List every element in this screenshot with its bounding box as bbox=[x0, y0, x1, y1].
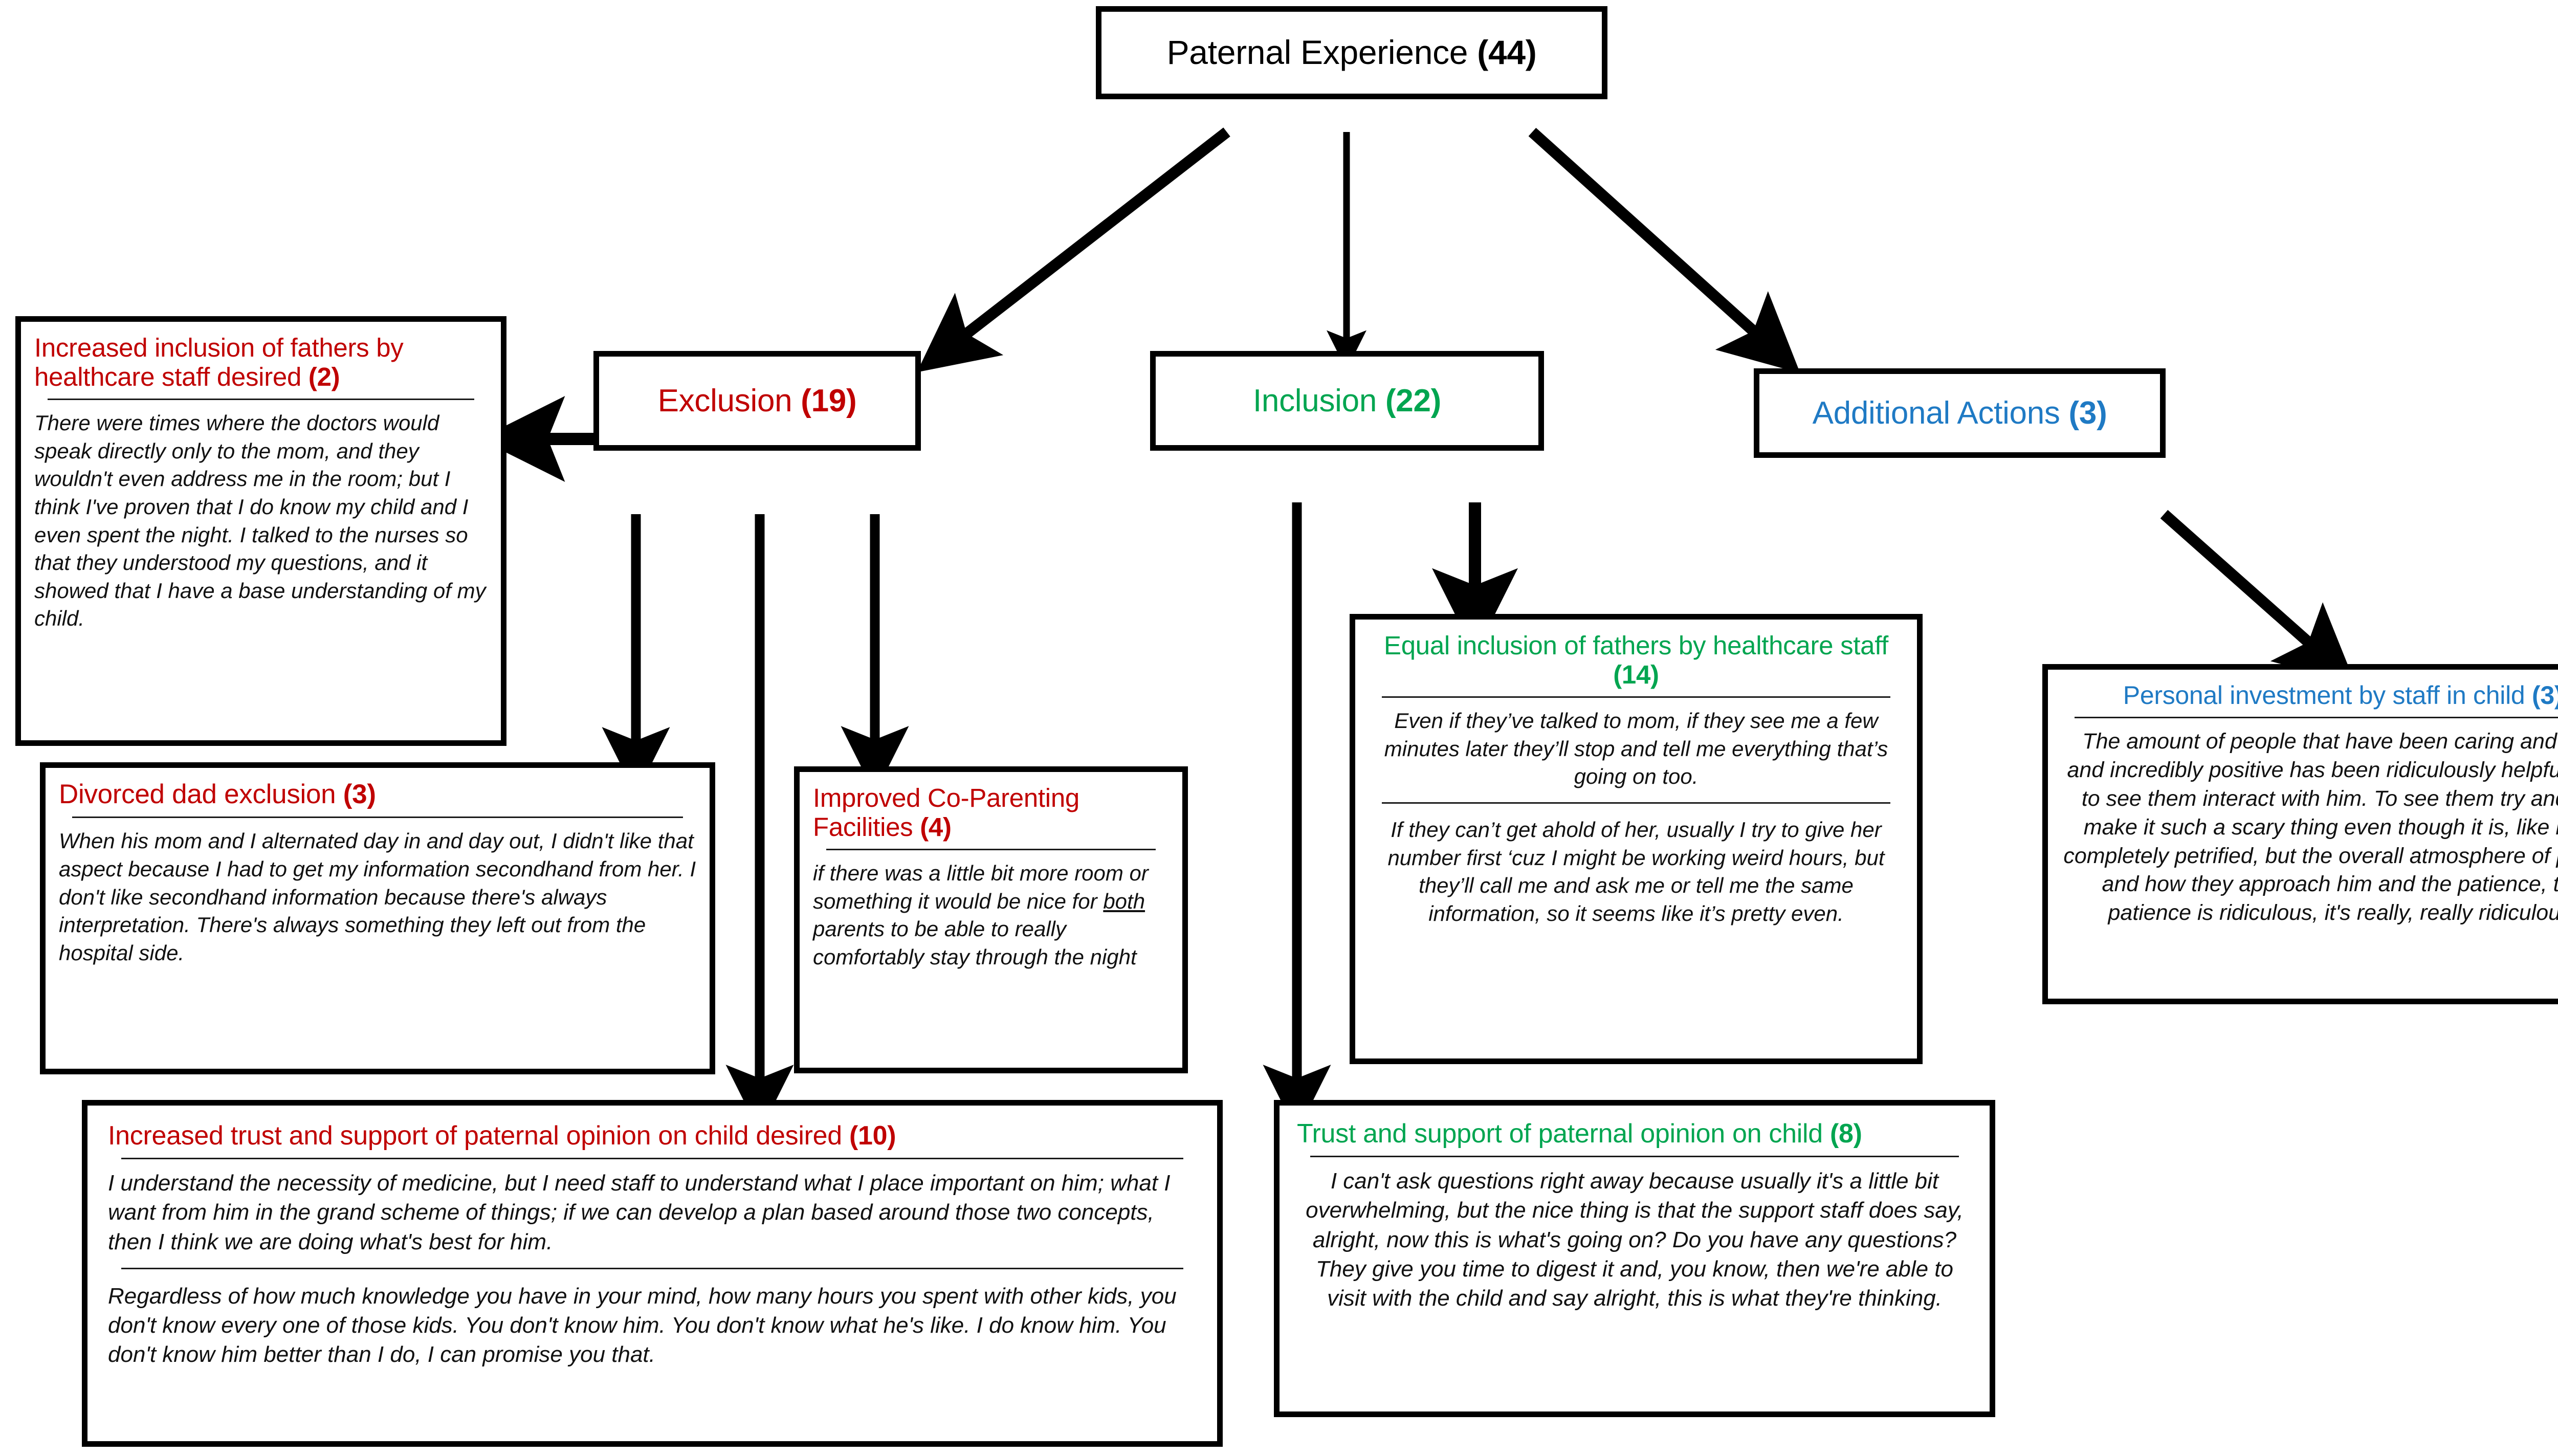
quote-text: Regardless of how much knowledge you hav… bbox=[108, 1283, 1177, 1367]
edge-additional-actions-to-personal-investment bbox=[2160, 510, 2356, 684]
node-increased-trust-title: Increased trust and support of paternal … bbox=[108, 1121, 1197, 1151]
quote-text: If they can’t get ahold of her, usually … bbox=[1387, 818, 1885, 925]
co-parenting-count: (4) bbox=[920, 812, 952, 842]
node-exclusion[interactable]: Exclusion (19) bbox=[593, 351, 921, 451]
inclusion-count: (22) bbox=[1385, 383, 1441, 418]
divorced-dad-label: Divorced dad exclusion bbox=[59, 779, 343, 809]
quote-text: When his mom and I alternated day in and… bbox=[59, 829, 696, 965]
node-equal-inclusion[interactable]: Equal inclusion of fathers by healthcare… bbox=[1350, 614, 1923, 1064]
node-additional-actions[interactable]: Additional Actions (3) bbox=[1754, 368, 2166, 458]
node-exclusion-title: Exclusion (19) bbox=[658, 383, 857, 418]
divider bbox=[121, 1267, 1183, 1269]
divider bbox=[1310, 1156, 1959, 1158]
quote-part-1: if there was a little bit more room or s… bbox=[813, 861, 1149, 913]
node-increased-inclusion-title: Increased inclusion of fathers by health… bbox=[34, 333, 488, 391]
divider bbox=[48, 399, 474, 401]
trust-support-count: (8) bbox=[1829, 1119, 1862, 1149]
node-divorced-dad[interactable]: Divorced dad exclusion (3) When his mom … bbox=[40, 762, 715, 1074]
personal-investment-label: Personal investment by staff in child bbox=[2123, 681, 2532, 710]
divider bbox=[1382, 696, 1890, 698]
node-increased-inclusion[interactable]: Increased inclusion of fathers by health… bbox=[15, 316, 506, 746]
edge-root-to-additional-actions bbox=[1528, 127, 1800, 373]
equal-inclusion-label: Equal inclusion of fathers by healthcare… bbox=[1383, 631, 1889, 660]
quote-text: Even if they’ve talked to mom, if they s… bbox=[1384, 709, 1888, 789]
increased-trust-count: (10) bbox=[849, 1121, 896, 1151]
quote-text: There were times where the doctors would… bbox=[34, 411, 486, 631]
node-equal-inclusion-title: Equal inclusion of fathers by healthcare… bbox=[1369, 631, 1904, 689]
quote-text: if there was a little bit more room or s… bbox=[813, 859, 1169, 971]
divider bbox=[72, 817, 683, 819]
divider bbox=[2075, 717, 2558, 718]
node-personal-investment[interactable]: Personal investment by staff in child (3… bbox=[2042, 664, 2558, 1004]
quote-text: I can't ask questions right away because… bbox=[1306, 1168, 1964, 1311]
quote-underlined-word: both bbox=[1103, 889, 1145, 913]
exclusion-label: Exclusion bbox=[657, 383, 801, 418]
increased-trust-label: Increased trust and support of paternal … bbox=[108, 1121, 849, 1151]
exclusion-count: (19) bbox=[801, 383, 857, 418]
divider bbox=[121, 1158, 1183, 1160]
additional-actions-count: (3) bbox=[2068, 395, 2107, 431]
increased-inclusion-label: Increased inclusion of fathers by health… bbox=[34, 333, 404, 392]
personal-investment-count: (3) bbox=[2531, 681, 2558, 710]
quote-text: The amount of people that have been cari… bbox=[2063, 729, 2558, 925]
edge-root-to-exclusion bbox=[917, 127, 1230, 372]
root-label: Paternal Experience bbox=[1166, 33, 1478, 72]
node-paternal-experience[interactable]: Paternal Experience (44) bbox=[1096, 6, 1607, 99]
increased-inclusion-count: (2) bbox=[308, 362, 340, 392]
divider bbox=[826, 849, 1156, 851]
inclusion-label: Inclusion bbox=[1253, 383, 1385, 418]
node-inclusion-title: Inclusion (22) bbox=[1253, 383, 1441, 418]
quote-part-2: parents to be able to really comfortably… bbox=[813, 917, 1137, 969]
quote-text: I understand the necessity of medicine, … bbox=[108, 1171, 1171, 1254]
node-personal-investment-title: Personal investment by staff in child (3… bbox=[2061, 681, 2558, 710]
node-co-parenting[interactable]: Improved Co-Parenting Facilities (4) if … bbox=[794, 766, 1188, 1073]
divorced-dad-count: (3) bbox=[343, 779, 376, 809]
node-trust-support-title: Trust and support of paternal opinion on… bbox=[1297, 1119, 1972, 1149]
node-divorced-dad-title: Divorced dad exclusion (3) bbox=[59, 779, 696, 809]
divider bbox=[1382, 802, 1890, 804]
node-increased-trust[interactable]: Increased trust and support of paternal … bbox=[82, 1100, 1223, 1447]
root-count: (44) bbox=[1477, 33, 1537, 72]
node-inclusion[interactable]: Inclusion (22) bbox=[1150, 351, 1544, 451]
node-co-parenting-title: Improved Co-Parenting Facilities (4) bbox=[813, 783, 1169, 842]
additional-actions-label: Additional Actions bbox=[1812, 395, 2069, 431]
co-parenting-label: Improved Co-Parenting Facilities bbox=[813, 783, 1079, 842]
node-additional-actions-title: Additional Actions (3) bbox=[1813, 395, 2107, 431]
trust-support-label: Trust and support of paternal opinion on… bbox=[1297, 1119, 1830, 1149]
node-trust-support[interactable]: Trust and support of paternal opinion on… bbox=[1274, 1100, 1995, 1417]
equal-inclusion-count: (14) bbox=[1613, 660, 1659, 690]
node-paternal-experience-title: Paternal Experience (44) bbox=[1166, 33, 1537, 72]
